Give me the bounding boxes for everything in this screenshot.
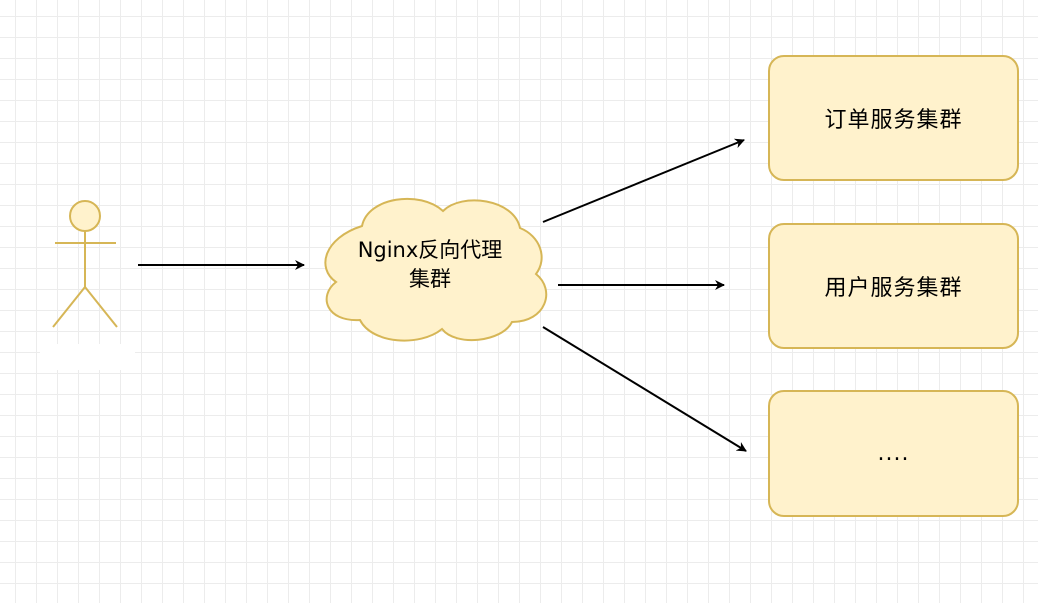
proxy-cluster-cloud[interactable]: [324, 197, 548, 342]
proxy-cluster-label: Nginx反向代理 集群: [330, 236, 530, 294]
actor-right-leg: [84, 286, 118, 328]
proxy-cluster-label-line1: Nginx反向代理: [357, 238, 503, 262]
proxy-cluster-label-line2: 集群: [409, 267, 451, 291]
actor-icon[interactable]: [52, 200, 118, 328]
user-service-cluster-box[interactable]: 用户服务集群: [768, 223, 1019, 349]
arrow-proxy-to-more[interactable]: [542, 326, 747, 452]
user-service-cluster-label: 用户服务集群: [824, 276, 963, 301]
actor-left-leg: [52, 286, 86, 328]
more-services-box[interactable]: ....: [768, 390, 1019, 517]
actor-head: [69, 200, 101, 232]
arrow-proxy-to-order[interactable]: [542, 138, 745, 223]
order-service-cluster-box[interactable]: 订单服务集群: [768, 55, 1019, 181]
actor-label: [40, 344, 135, 370]
order-service-cluster-label: 订单服务集群: [824, 108, 963, 133]
more-services-label: ....: [877, 441, 910, 466]
